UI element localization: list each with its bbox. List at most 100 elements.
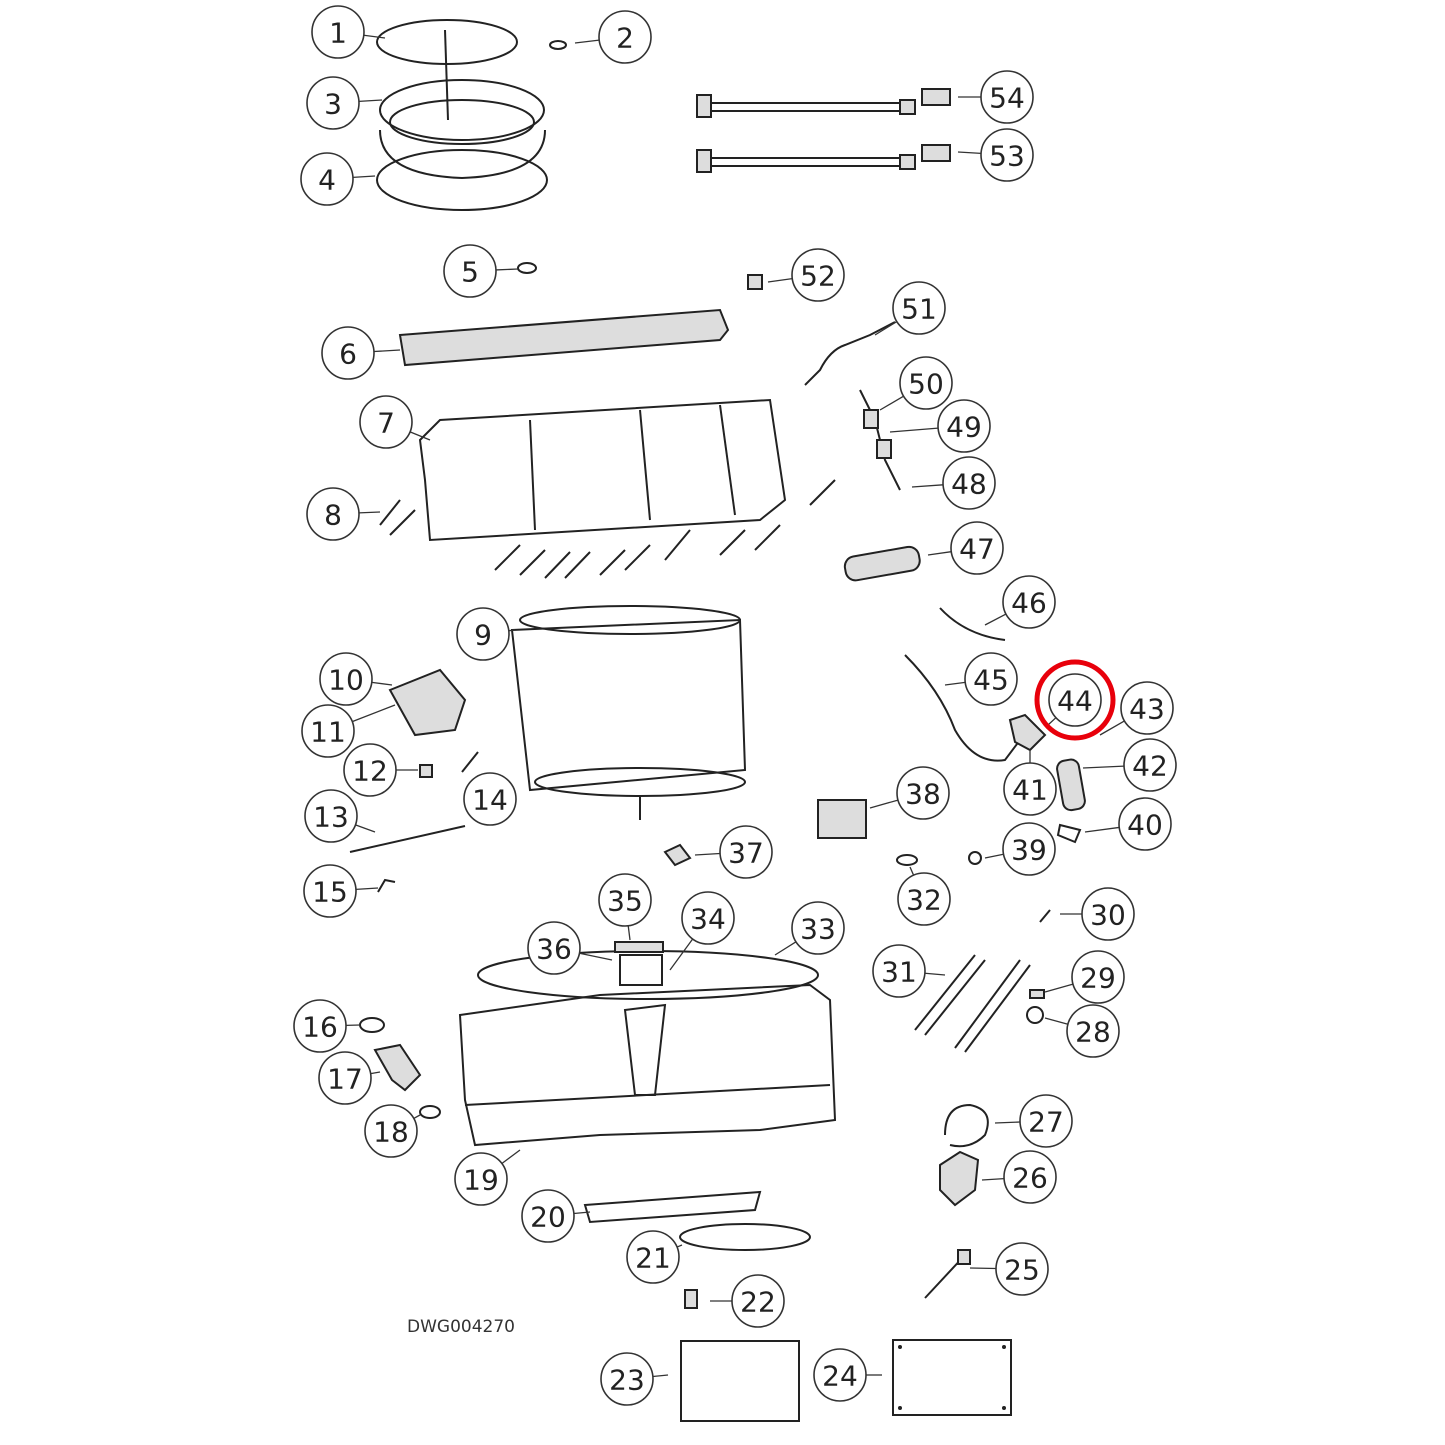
callout-number: 8: [324, 499, 342, 532]
callout-circle: [950, 521, 1004, 575]
callout-part-6[interactable]: 6: [321, 326, 401, 380]
leader-line: [573, 1211, 591, 1215]
callout-part-10[interactable]: 10: [319, 652, 393, 706]
callout-part-46[interactable]: 46: [984, 575, 1056, 629]
callout-part-48[interactable]: 48: [911, 456, 996, 510]
callout-circle: [626, 1230, 680, 1284]
callout-number: 10: [328, 664, 364, 697]
callout-part-4[interactable]: 4: [300, 152, 376, 206]
callout-part-18[interactable]: 18: [364, 1104, 421, 1158]
callout-part-22[interactable]: 22: [710, 1274, 785, 1328]
callout-part-14[interactable]: 14: [463, 772, 517, 826]
callout-part-37[interactable]: 37: [694, 825, 773, 879]
callout-part-54[interactable]: 54: [958, 70, 1034, 124]
callout-part-52[interactable]: 52: [767, 248, 845, 302]
callout-part-39[interactable]: 39: [984, 822, 1056, 876]
callout-part-36[interactable]: 36: [527, 921, 613, 975]
callout-part-51[interactable]: 51: [874, 281, 946, 336]
callout-circle: [364, 1104, 418, 1158]
callout-circle: [303, 864, 357, 918]
callout-part-28[interactable]: 28: [1044, 1004, 1120, 1058]
leader-line: [1084, 826, 1120, 833]
callout-circle: [896, 766, 950, 820]
callout-number: 30: [1090, 899, 1126, 932]
callout-part-34[interactable]: 34: [669, 891, 735, 971]
callout-part-29[interactable]: 29: [1044, 950, 1125, 1004]
leader-line: [355, 887, 379, 891]
callout-part-47[interactable]: 47: [927, 521, 1004, 575]
callout-part-19[interactable]: 19: [454, 1149, 521, 1206]
drawing-number: DWG004270: [407, 1317, 515, 1337]
callout-number: 47: [959, 533, 995, 566]
callout-circle: [304, 789, 358, 843]
callout-part-30[interactable]: 30: [1060, 887, 1135, 941]
callout-part-2[interactable]: 2: [574, 10, 652, 64]
leader-line: [874, 321, 898, 336]
callout-part-16[interactable]: 16: [293, 999, 361, 1053]
leader-line: [984, 613, 1007, 626]
callout-part-42[interactable]: 42: [1082, 738, 1177, 792]
callout-number: 54: [989, 82, 1025, 115]
callout-circle: [306, 76, 360, 130]
callout-number: 24: [822, 1360, 858, 1393]
callout-circle: [980, 70, 1034, 124]
callout-number: 16: [302, 1011, 338, 1044]
callout-part-45[interactable]: 45: [944, 652, 1018, 706]
callout-part-26[interactable]: 26: [981, 1150, 1057, 1204]
leader-line: [911, 484, 944, 488]
callout-part-1[interactable]: 1: [311, 5, 386, 59]
callout-number: 49: [946, 411, 982, 444]
leader-line: [355, 824, 376, 833]
callout-part-40[interactable]: 40: [1084, 797, 1172, 851]
callout-part-53[interactable]: 53: [957, 128, 1034, 182]
callout-part-43[interactable]: 43: [1099, 681, 1174, 736]
callout-part-20[interactable]: 20: [521, 1189, 591, 1243]
callout-number: 9: [474, 619, 492, 652]
callout-circle: [318, 1051, 372, 1105]
callout-circle: [1019, 1094, 1073, 1148]
callout-part-44[interactable]: 44: [1047, 673, 1102, 727]
callout-part-41[interactable]: 41: [1003, 750, 1057, 816]
leader-line: [889, 427, 939, 433]
leader-line: [669, 938, 694, 971]
callout-part-12[interactable]: 12: [343, 743, 418, 797]
callout-circle: [719, 825, 773, 879]
callout-circle: [306, 487, 360, 541]
part-7-tub-front: [418, 398, 787, 542]
leader-line: [1099, 720, 1125, 736]
callout-part-8[interactable]: 8: [306, 487, 381, 541]
callout-part-3[interactable]: 3: [306, 76, 383, 130]
callout-part-33[interactable]: 33: [774, 901, 845, 956]
callout-number: 23: [609, 1364, 645, 1397]
callout-part-21[interactable]: 21: [626, 1230, 683, 1284]
callout-part-32[interactable]: 32: [897, 866, 951, 926]
callout-part-7[interactable]: 7: [359, 395, 431, 449]
callout-circle: [456, 607, 510, 661]
callout-part-49[interactable]: 49: [889, 399, 991, 453]
callout-part-13[interactable]: 13: [304, 789, 376, 843]
callout-part-9[interactable]: 9: [456, 607, 516, 661]
leader-line: [969, 1267, 997, 1270]
callout-part-31[interactable]: 31: [872, 944, 946, 998]
callout-part-15[interactable]: 15: [303, 864, 379, 918]
callout-number: 5: [461, 256, 479, 289]
part-54-inlet-hose: [696, 88, 951, 118]
leader-line: [652, 1374, 669, 1378]
callout-part-35[interactable]: 35: [598, 873, 652, 941]
callout-part-38[interactable]: 38: [869, 766, 950, 820]
callout-number: 31: [881, 956, 917, 989]
callout-circle: [443, 244, 497, 298]
callout-part-11[interactable]: 11: [301, 704, 396, 758]
callout-part-17[interactable]: 17: [318, 1051, 381, 1105]
callout-number: 44: [1057, 685, 1093, 718]
part-drawings: [349, 19, 1086, 1422]
callout-circle: [791, 901, 845, 955]
callout-part-23[interactable]: 23: [600, 1352, 669, 1406]
callout-number: 43: [1129, 693, 1165, 726]
callout-part-27[interactable]: 27: [994, 1094, 1073, 1148]
callout-part-24[interactable]: 24: [813, 1348, 882, 1402]
callout-part-50[interactable]: 50: [879, 356, 953, 411]
callout-circle: [454, 1152, 508, 1206]
callout-part-5[interactable]: 5: [443, 244, 519, 298]
callout-part-25[interactable]: 25: [969, 1242, 1049, 1296]
